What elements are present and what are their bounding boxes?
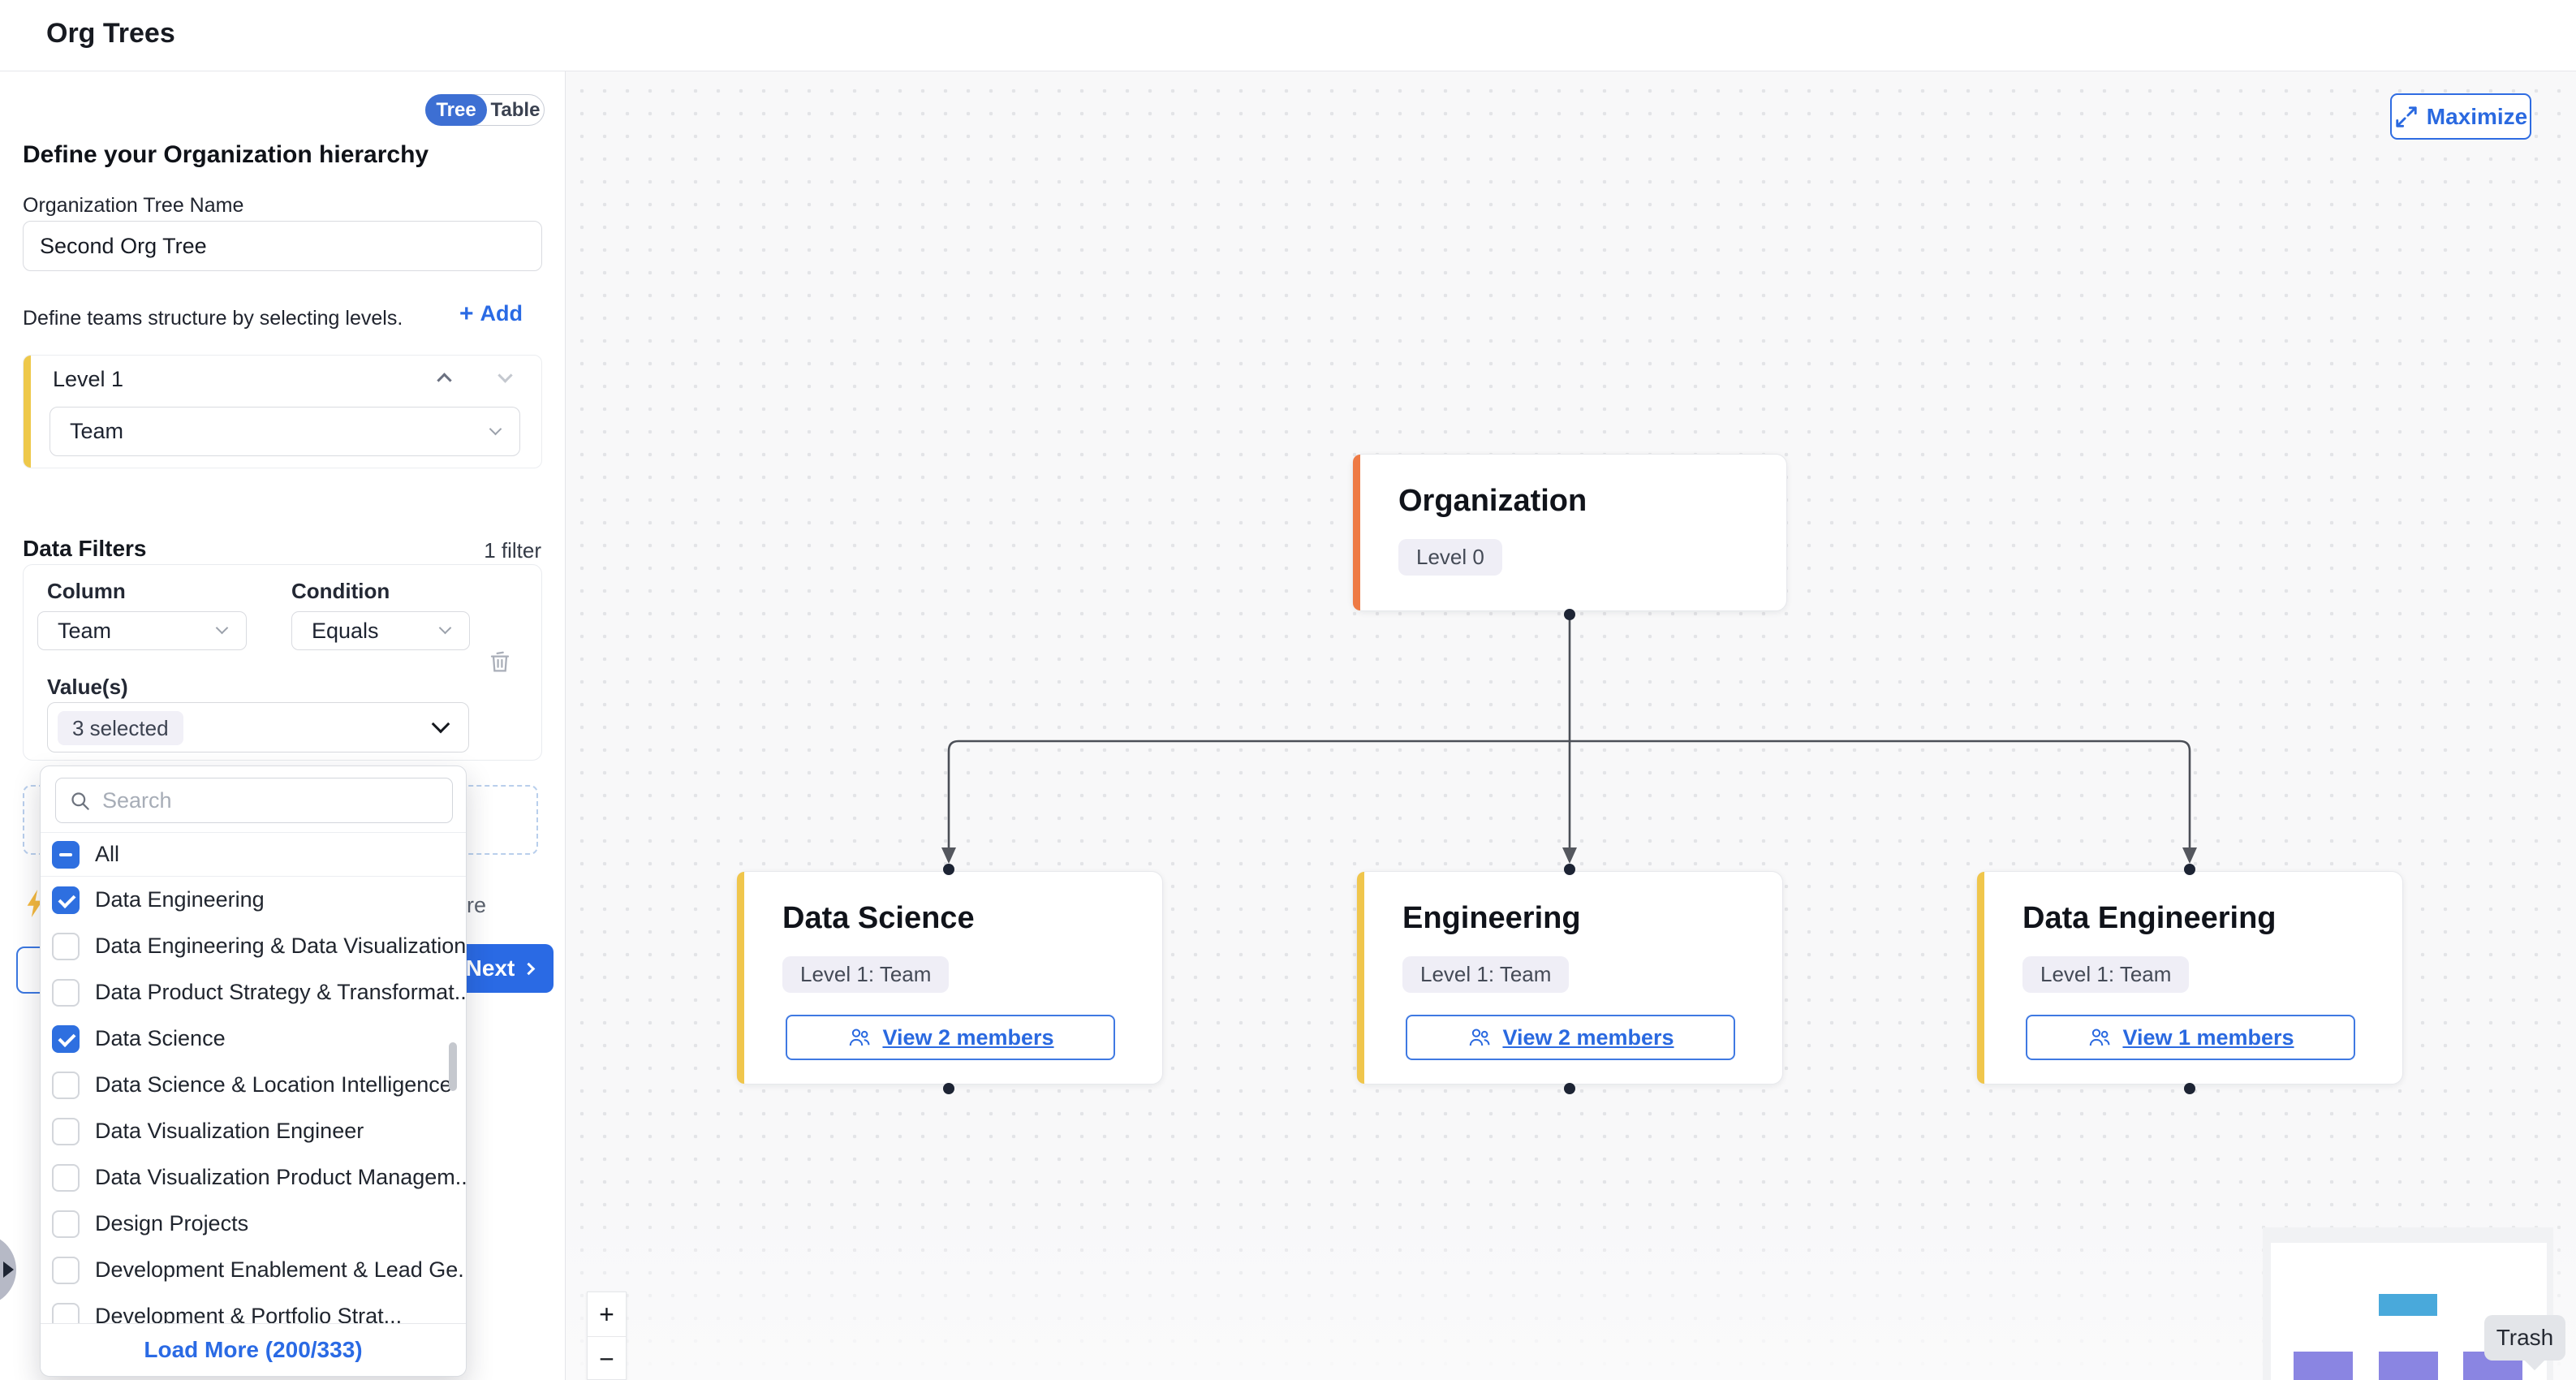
option-checkbox[interactable] <box>52 886 80 914</box>
maximize-icon <box>2394 105 2419 129</box>
list-item[interactable]: Data Engineering <box>41 877 466 923</box>
column-label: Column <box>47 579 126 604</box>
zoom-in-button[interactable]: + <box>588 1292 626 1336</box>
zoom-out-button[interactable]: − <box>588 1337 626 1380</box>
view-members-button[interactable]: View 2 members <box>1406 1015 1735 1060</box>
move-up-icon[interactable] <box>437 373 451 387</box>
node-title: Data Engineering <box>2022 901 2277 936</box>
option-checkbox[interactable] <box>52 1164 80 1192</box>
node-title: Data Science <box>782 901 975 936</box>
node-data-science[interactable]: Data Science Level 1: Team View 2 member… <box>736 871 1163 1085</box>
scrollbar-thumb[interactable] <box>449 1042 457 1091</box>
column-select[interactable]: Team <box>37 611 247 650</box>
list-item[interactable]: Development Enablement & Lead Ge... <box>41 1247 466 1293</box>
select-all-label: All <box>95 842 119 867</box>
view-toggle[interactable]: Tree Table <box>425 94 545 126</box>
select-all-checkbox[interactable] <box>52 841 80 869</box>
level-badge: Level 1: Team <box>1402 956 1569 993</box>
view-members-button[interactable]: View 2 members <box>786 1015 1115 1060</box>
tree-name-label: Organization Tree Name <box>23 194 243 218</box>
trash-tooltip: Trash <box>2484 1315 2565 1361</box>
option-checkbox[interactable] <box>52 933 80 960</box>
list-item[interactable]: Development & Portfolio Strat... <box>41 1293 466 1325</box>
node-engineering[interactable]: Engineering Level 1: Team View 2 members <box>1356 871 1783 1085</box>
minimap-child-node <box>2294 1352 2353 1380</box>
values-label: Value(s) <box>47 675 128 700</box>
option-checkbox[interactable] <box>52 1025 80 1053</box>
values-select[interactable]: 3 selected <box>47 702 469 753</box>
members-icon <box>1467 1024 1493 1050</box>
chevron-down-icon <box>432 715 450 734</box>
load-more-button[interactable]: Load More (200/333) <box>144 1337 362 1363</box>
list-item[interactable]: Data Visualization Product Managem... <box>41 1154 466 1201</box>
level-type-select[interactable]: Team <box>50 407 520 456</box>
filter-card: Column Condition Team Equals Value(s) 3 … <box>23 564 542 761</box>
view-members-button[interactable]: View 1 members <box>2026 1015 2355 1060</box>
maximize-button[interactable]: Maximize <box>2390 93 2531 140</box>
option-checkbox[interactable] <box>52 979 80 1007</box>
options-list: Data Engineering Data Engineering & Data… <box>41 877 466 1325</box>
zoom-controls: + − <box>587 1292 627 1380</box>
select-all-row[interactable]: All <box>41 833 466 876</box>
toggle-table[interactable]: Table <box>487 94 544 126</box>
condition-label: Condition <box>291 579 390 604</box>
arrow-right-icon <box>3 1261 14 1278</box>
list-item[interactable]: Data Science <box>41 1016 466 1062</box>
panel-heading: Define your Organization hierarchy <box>23 141 429 169</box>
values-dropdown: All Data Engineering Data Engineering & … <box>40 765 467 1377</box>
search-icon <box>69 790 91 812</box>
level-label: Level 1 <box>53 367 123 392</box>
toggle-tree[interactable]: Tree <box>425 94 487 126</box>
node-title: Engineering <box>1402 901 1581 936</box>
level-badge: Level 1: Team <box>782 956 949 993</box>
list-item[interactable]: Data Engineering & Data Visualization <box>41 923 466 969</box>
option-checkbox[interactable] <box>52 1210 80 1238</box>
option-checkbox[interactable] <box>52 1303 80 1326</box>
list-item[interactable]: Data Science & Location Intelligence <box>41 1062 466 1108</box>
page-title: Org Trees <box>46 18 175 50</box>
search-input[interactable] <box>101 787 409 814</box>
dropdown-footer: Load More (200/333) <box>41 1323 466 1376</box>
tree-canvas[interactable] <box>566 71 2576 1380</box>
level-card: Level 1 Team <box>23 355 542 468</box>
chevron-down-icon <box>489 422 502 435</box>
minimap-root-node <box>2379 1294 2437 1316</box>
list-item[interactable]: Data Visualization Engineer <box>41 1108 466 1154</box>
chevron-right-icon <box>523 962 536 975</box>
option-checkbox[interactable] <box>52 1118 80 1145</box>
data-filters-title: Data Filters <box>23 536 147 562</box>
node-organization[interactable]: Organization Level 0 <box>1352 454 1787 611</box>
option-checkbox[interactable] <box>52 1072 80 1099</box>
list-item[interactable]: Design Projects <box>41 1201 466 1247</box>
level-badge: Level 1: Team <box>2022 956 2189 993</box>
move-down-icon[interactable] <box>498 368 512 382</box>
node-title: Organization <box>1398 484 1587 519</box>
filter-count: 1 filter <box>484 538 541 563</box>
trash-icon <box>487 646 513 677</box>
node-data-engineering[interactable]: Data Engineering Level 1: Team View 1 me… <box>1976 871 2403 1085</box>
chevron-down-icon <box>439 622 452 635</box>
list-item[interactable]: Data Product Strategy & Transformat... <box>41 969 466 1016</box>
option-checkbox[interactable] <box>52 1257 80 1284</box>
minimap-child-node <box>2379 1352 2438 1380</box>
dropdown-search[interactable] <box>55 778 453 823</box>
selected-count-chip: 3 selected <box>58 711 183 745</box>
levels-hint: Define teams structure by selecting leve… <box>23 307 403 330</box>
covered-text-fragment: re <box>467 893 486 918</box>
chevron-down-icon <box>216 622 229 635</box>
members-icon <box>846 1024 872 1050</box>
delete-filter-button[interactable] <box>487 646 515 679</box>
plus-icon: + <box>459 302 474 326</box>
condition-select[interactable]: Equals <box>291 611 470 650</box>
tree-name-input[interactable] <box>23 221 542 271</box>
members-icon <box>2087 1024 2113 1050</box>
level-badge: Level 0 <box>1398 539 1502 576</box>
add-level-button[interactable]: + Add <box>459 301 523 326</box>
app-header: Org Trees <box>0 0 2576 71</box>
